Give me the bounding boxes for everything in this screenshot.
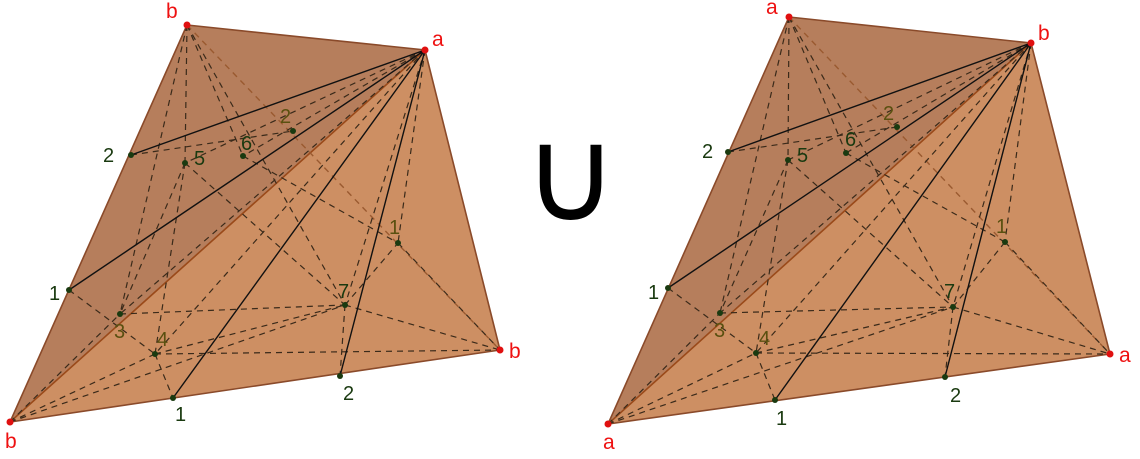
right-points bbox=[665, 124, 1008, 403]
right-point-label-left-upper: 2 bbox=[702, 141, 713, 163]
right-edge-hidden bbox=[788, 16, 1111, 355]
left-point-label-3: 3 bbox=[114, 321, 125, 343]
right-vertex-bottom bbox=[604, 420, 612, 428]
left-point-label-2-inner: 2 bbox=[280, 106, 291, 128]
right-point-7 bbox=[950, 304, 956, 310]
right-solid-lines bbox=[667, 42, 1032, 401]
left-face-front bbox=[10, 50, 500, 422]
right-point-label-4: 4 bbox=[759, 328, 770, 350]
left-point-2-inner bbox=[290, 128, 296, 134]
left-vertex-bottom bbox=[6, 418, 14, 426]
left-complex: b a b b 2 5 6 2 1 1 3 4 7 1 2 bbox=[5, 0, 521, 453]
right-dashed-lines bbox=[607, 16, 1111, 425]
left-point-1-inner bbox=[395, 240, 401, 246]
right-complex: a b a a 2 5 6 2 1 1 3 4 7 1 2 bbox=[603, 0, 1131, 454]
right-point-label-3: 3 bbox=[714, 320, 725, 342]
left-point-label-left-lower: 1 bbox=[49, 283, 60, 305]
left-point-label-bottom-2: 2 bbox=[343, 383, 354, 405]
right-vertex-top bbox=[785, 13, 793, 21]
right-point-label-7: 7 bbox=[944, 281, 955, 303]
right-point-bottom-2 bbox=[942, 374, 948, 380]
right-edge-diagonal bbox=[607, 42, 1032, 425]
left-point-label-4: 4 bbox=[157, 329, 168, 351]
left-point-label-6: 6 bbox=[241, 133, 252, 155]
right-vertex-right-top bbox=[1027, 39, 1035, 47]
right-point-label-left-lower: 1 bbox=[648, 282, 659, 304]
union-symbol: ∪ bbox=[523, 99, 618, 251]
right-point-4 bbox=[753, 350, 759, 356]
left-edge-diagonal bbox=[9, 49, 426, 423]
right-point-label-6: 6 bbox=[845, 129, 856, 151]
left-points bbox=[66, 128, 401, 401]
right-point-1-inner bbox=[1002, 239, 1008, 245]
left-vertex-label-bottom: b bbox=[5, 430, 17, 453]
right-vertex-label-right-top: b bbox=[1038, 22, 1050, 45]
left-vertex-top bbox=[183, 21, 191, 29]
right-point-label-2-inner: 2 bbox=[883, 103, 894, 125]
right-vertex-label-top: a bbox=[766, 0, 778, 19]
right-point-2-inner bbox=[894, 124, 900, 130]
right-point-label-1-inner: 1 bbox=[996, 216, 1007, 238]
left-solid-lines bbox=[68, 49, 426, 399]
left-vertex-label-right: b bbox=[509, 340, 521, 363]
left-point-left-upper bbox=[128, 152, 134, 158]
right-point-label-bottom-2: 2 bbox=[950, 385, 961, 407]
left-point-6 bbox=[240, 153, 246, 159]
right-point-label-bottom-1: 1 bbox=[776, 408, 787, 430]
left-vertex-right-top bbox=[421, 46, 429, 54]
right-vertex-label-bottom: a bbox=[603, 431, 615, 454]
right-point-bottom-1 bbox=[772, 397, 778, 403]
left-point-left-lower bbox=[66, 287, 72, 293]
left-edge-hidden bbox=[186, 24, 501, 351]
left-point-label-1-inner: 1 bbox=[389, 217, 400, 239]
right-vertex-right bbox=[1106, 350, 1114, 358]
right-point-6 bbox=[843, 150, 849, 156]
right-vertex-label-right: a bbox=[1119, 344, 1131, 367]
left-vertex-label-right-top: a bbox=[432, 28, 444, 51]
left-point-label-bottom-1: 1 bbox=[175, 404, 186, 426]
left-point-bottom-1 bbox=[170, 395, 176, 401]
right-point-left-upper bbox=[725, 149, 731, 155]
left-point-5 bbox=[182, 160, 188, 166]
left-point-label-7: 7 bbox=[338, 281, 349, 303]
left-dashed-lines bbox=[9, 24, 501, 423]
right-point-3 bbox=[717, 310, 723, 316]
right-face-front bbox=[608, 43, 1110, 424]
left-vertex-label-top: b bbox=[166, 0, 178, 23]
left-point-7 bbox=[342, 302, 348, 308]
left-vertex-right bbox=[496, 346, 504, 354]
right-point-label-5: 5 bbox=[797, 145, 808, 167]
left-point-label-5: 5 bbox=[194, 148, 205, 170]
right-point-left-lower bbox=[665, 285, 671, 291]
left-point-3 bbox=[117, 311, 123, 317]
left-point-4 bbox=[152, 351, 158, 357]
left-point-label-left-upper: 2 bbox=[103, 145, 114, 167]
right-point-5 bbox=[785, 157, 791, 163]
left-point-bottom-2 bbox=[337, 373, 343, 379]
